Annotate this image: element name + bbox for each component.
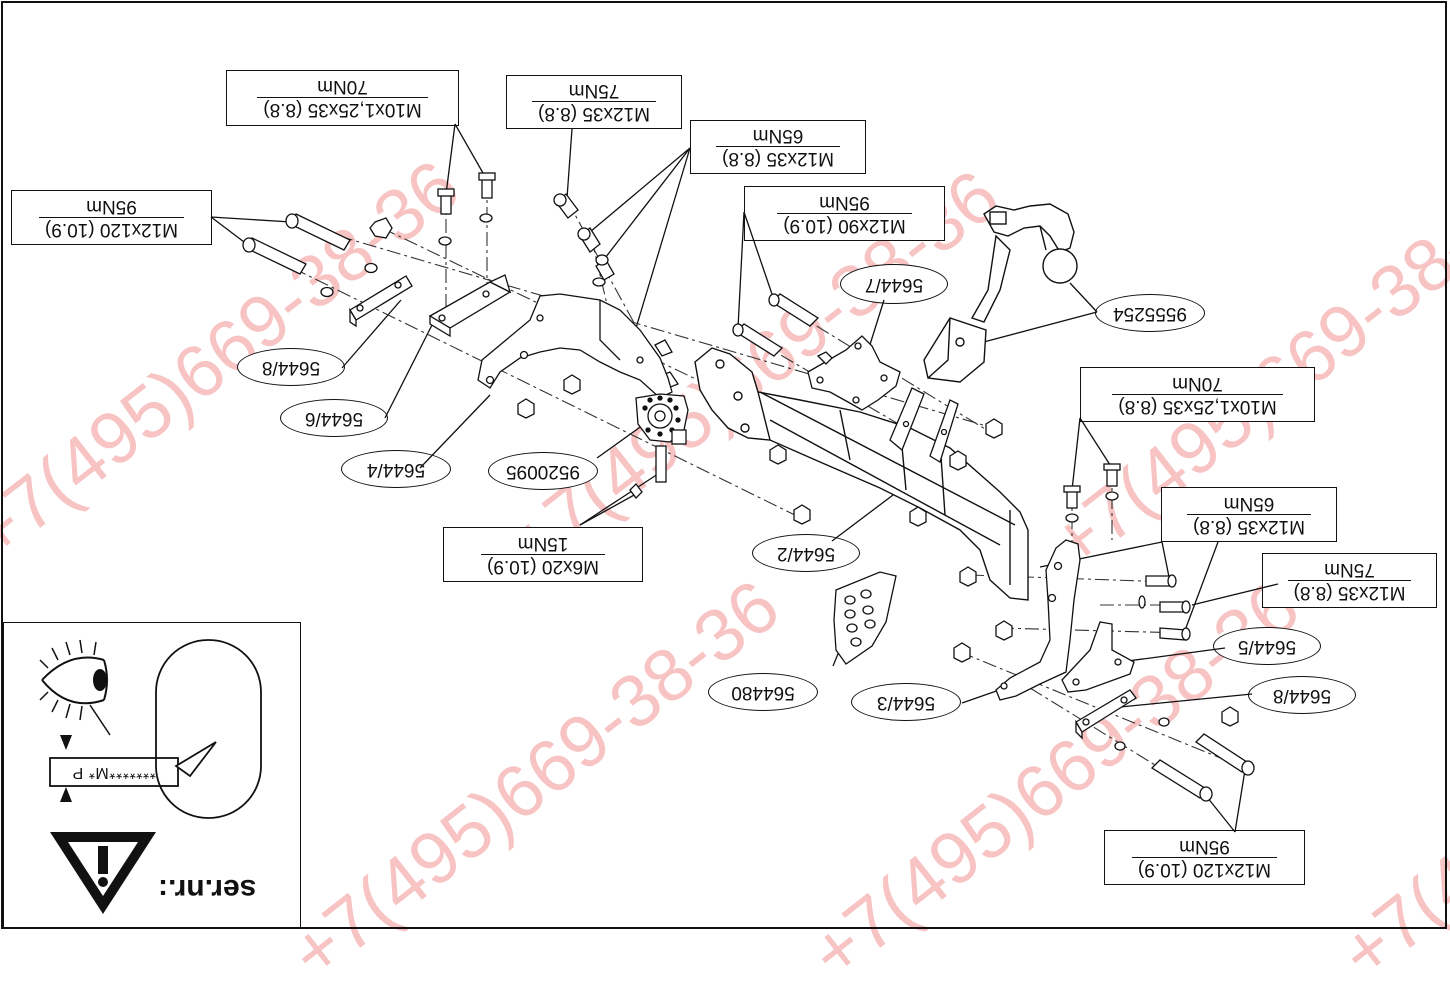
bracket-5644-6 [428,274,512,338]
eye-pupil [93,669,107,691]
info-stem [98,846,108,874]
bolts-m12x90 [732,293,820,357]
serial-plate [49,757,179,787]
bolts-m12x120-right [1150,733,1255,802]
bolts-m10-top [437,172,496,246]
plate-5644-8-left [349,275,413,328]
bolts-m10-right [1063,463,1121,523]
crossbar-ribs [889,387,959,463]
diagram-frame [1,1,1447,929]
bolts-m12x120-left [242,213,393,298]
small-parts-top [769,351,1003,527]
socket-plate-9520095 [629,393,689,499]
exploded-view-drawing [1,1,1447,929]
centerlines [247,182,1251,798]
arrow-up-icon [60,787,72,802]
nuts-left [517,374,581,419]
arrow-down-icon [60,735,72,750]
nuts-right [953,566,1239,751]
serial-number-label: ser.nr.: [158,873,257,906]
plate-5644-7 [807,335,901,411]
bolts-m12x35-right [1138,574,1191,641]
serial-plate-text: *******M* P [72,764,156,781]
serial-number-legend [3,622,301,929]
serial-sticker-outline [155,639,262,819]
crossbar-5644-2 [694,347,1029,601]
speech-bubble [174,741,217,778]
side-bracket-5644-3 [995,539,1081,701]
cover-plate-564480 [833,571,897,665]
bracket-5644-5 [1061,621,1135,693]
legend-graphics [39,639,262,914]
plate-5644-8-right [1075,689,1137,740]
info-dot [98,877,108,887]
towball-9555254 [923,203,1078,383]
